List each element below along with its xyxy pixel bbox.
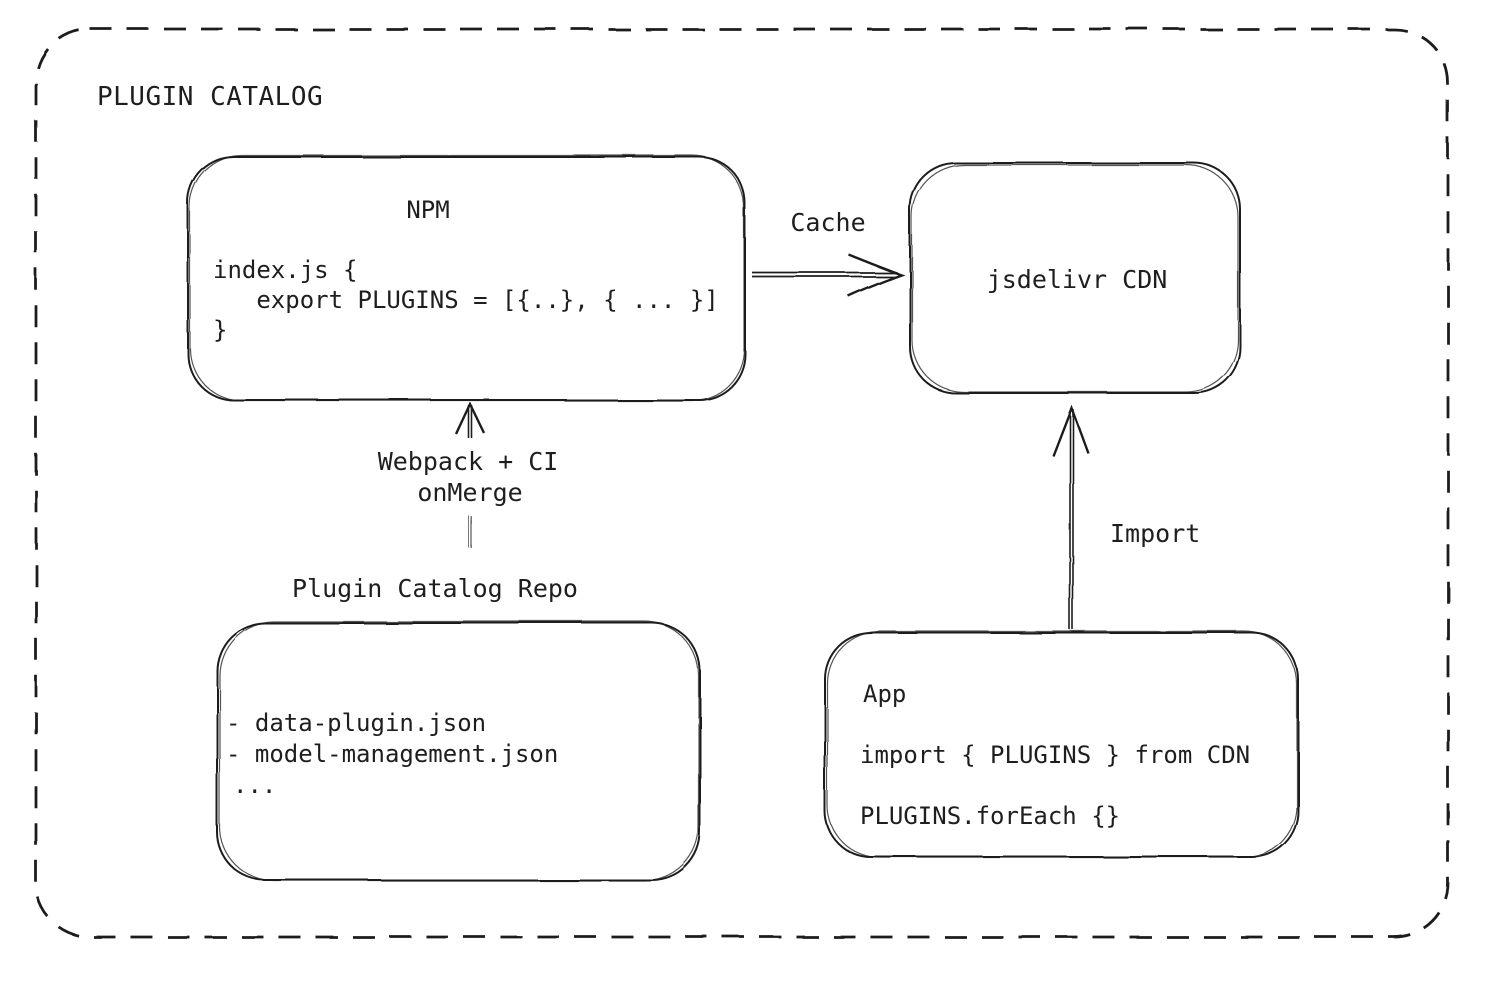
repo-connector-line xyxy=(467,516,473,548)
build-arrow-label-line2: onMerge xyxy=(417,478,522,507)
npm-code-line: index.js { xyxy=(213,256,358,284)
cdn-box-echo xyxy=(911,164,1239,393)
app-code-line: import { PLUGINS } from CDN xyxy=(860,741,1250,769)
npm-code-line: export PLUGINS = [{..}, { ... }] xyxy=(213,286,719,314)
npm-box-echo xyxy=(189,154,745,402)
app-code-line: PLUGINS.forEach {} xyxy=(860,802,1120,830)
repo-node: Plugin Catalog Repo - data-plugin.json -… xyxy=(216,574,701,882)
repo-file-item: - model-management.json xyxy=(226,740,558,768)
import-arrow-label: Import xyxy=(1110,519,1200,548)
repo-file-item: ... xyxy=(233,771,276,799)
build-arrow-label-line1: Webpack + CI xyxy=(378,447,559,476)
repo-box-echo xyxy=(218,620,700,882)
import-arrow xyxy=(1051,404,1090,630)
repo-label: Plugin Catalog Repo xyxy=(292,574,578,603)
cdn-node: jsdelivr CDN xyxy=(909,162,1241,394)
app-node: App import { PLUGINS } from CDN PLUGINS.… xyxy=(824,630,1299,859)
diagram-title: PLUGIN CATALOG xyxy=(97,82,323,112)
npm-code-line: } xyxy=(213,316,227,344)
app-box-echo xyxy=(826,630,1298,859)
cdn-box xyxy=(909,162,1241,394)
repo-file-item: - data-plugin.json xyxy=(226,709,486,737)
catalog-boundary xyxy=(34,27,1450,939)
app-title: App xyxy=(863,680,906,708)
cdn-label: jsdelivr CDN xyxy=(987,265,1168,294)
build-arrow xyxy=(454,401,486,438)
npm-node: NPM index.js { export PLUGINS = [{..}, {… xyxy=(187,154,746,402)
npm-title: NPM xyxy=(406,196,449,224)
cache-arrow-label: Cache xyxy=(790,208,865,237)
cache-arrow xyxy=(752,252,905,298)
